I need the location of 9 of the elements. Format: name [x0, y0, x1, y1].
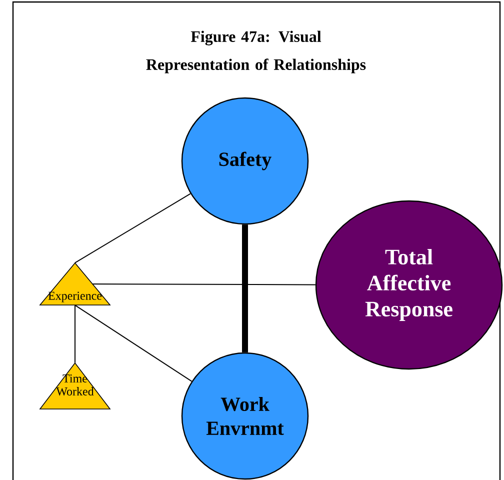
- ellipse-node: Total Affective Response: [315, 200, 503, 370]
- connector-line: [242, 224, 248, 352]
- connector-line: [74, 304, 192, 382]
- circle-node: Work Envrnmt: [181, 352, 309, 480]
- connector-line: [92, 284, 316, 286]
- connector-line: [74, 193, 191, 264]
- figure-title: Figure 47a: Visual Representation of Relationships: [146, 30, 366, 74]
- circle-node: Safety: [181, 97, 309, 225]
- connector-line: [74, 304, 76, 364]
